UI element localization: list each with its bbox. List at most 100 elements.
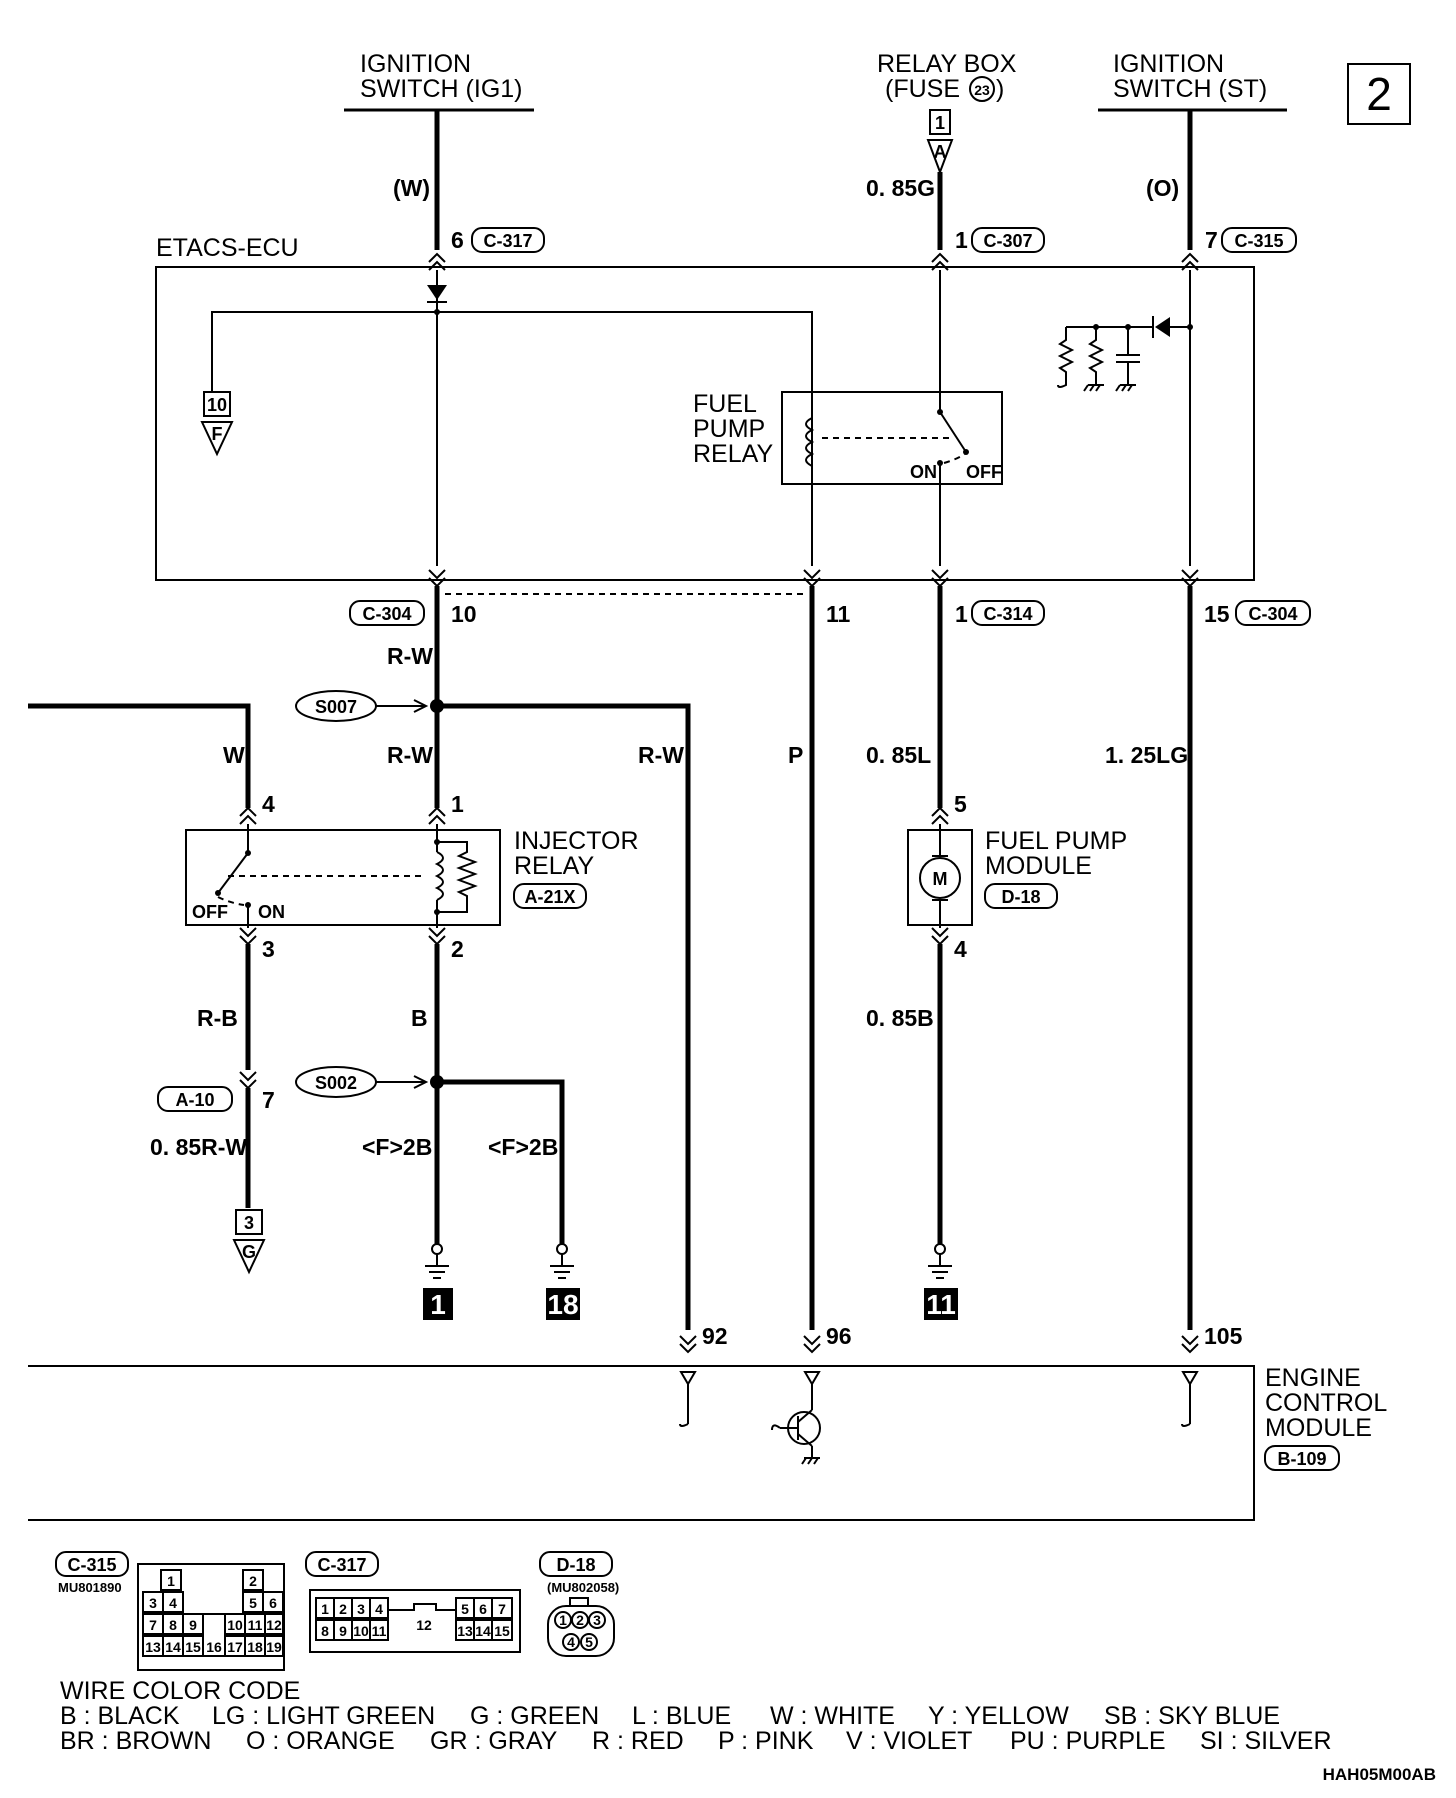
splice-s002: S002 [315, 1073, 357, 1093]
wire-p: P [788, 742, 803, 768]
relay-box-conn-num: 1 [935, 113, 945, 133]
svg-text:V : VIOLET: V : VIOLET [846, 1727, 972, 1755]
ground-18-badge [546, 1288, 580, 1320]
svg-text:10: 10 [353, 1623, 369, 1639]
wire-085l: 0. 85L [866, 742, 931, 768]
wire-rw-top: R-W [387, 643, 433, 669]
splice-s007: S007 [315, 697, 357, 717]
fuel-pump-label-1: FUEL PUMP [985, 827, 1127, 855]
svg-text:1: 1 [559, 1612, 567, 1628]
etacs-bottom-connector-arrows [428, 569, 1199, 588]
svg-text:1: 1 [321, 1601, 329, 1617]
svg-text:P : PINK: P : PINK [718, 1727, 814, 1755]
fuel-relay-off: OFF [966, 462, 1002, 482]
injector-relay-label-2: RELAY [514, 852, 594, 880]
svg-text:PU : PURPLE: PU : PURPLE [1010, 1727, 1166, 1755]
svg-text:14: 14 [165, 1639, 181, 1655]
svg-text:2: 2 [249, 1573, 257, 1589]
svg-text:2: 2 [576, 1612, 584, 1628]
wire-f2b-1: <F>2B [362, 1134, 432, 1160]
svg-text:6: 6 [269, 1595, 277, 1611]
conn-g-num: 3 [244, 1213, 254, 1233]
fuel-relay-label-2: PUMP [693, 415, 765, 443]
wire-085rw: 0. 85R-W [150, 1134, 247, 1160]
wire-relay-color: 0. 85G [866, 175, 935, 201]
conn-a10: A-10 [175, 1090, 214, 1110]
wire-f2b-2: <F>2B [488, 1134, 558, 1160]
fuel-relay-label-3: RELAY [693, 440, 773, 468]
svg-text:B : BLACK: B : BLACK [60, 1702, 180, 1730]
svg-text:SI : SILVER: SI : SILVER [1200, 1727, 1332, 1755]
fuel-pump-relay-box [781, 391, 1003, 485]
conn-g-letter: G [242, 1242, 256, 1262]
ground-1: 1 [430, 1289, 446, 1320]
svg-text:19: 19 [266, 1639, 282, 1655]
svg-text:1: 1 [955, 601, 968, 627]
svg-text:G : GREEN: G : GREEN [470, 1702, 599, 1730]
wire-ig1-color: (W) [393, 175, 430, 201]
svg-text:(MU802058): (MU802058) [547, 1580, 619, 1595]
figure-code: HAH05M00AB [1323, 1765, 1436, 1784]
ig1-label-2: SWITCH (IG1) [360, 75, 523, 103]
injector-relay-on: ON [258, 902, 285, 922]
svg-text:16: 16 [206, 1639, 222, 1655]
svg-text:W : WHITE: W : WHITE [770, 1702, 895, 1730]
svg-text:9: 9 [189, 1617, 197, 1633]
svg-text:7: 7 [498, 1601, 506, 1617]
svg-text:12: 12 [416, 1617, 432, 1633]
wire-w: W [223, 742, 245, 768]
svg-text:7: 7 [149, 1617, 157, 1633]
connector-c317: C-317 1 2 3 4 5 6 7 8 9 10 11 13 14 15 1… [305, 1551, 521, 1653]
svg-text:4: 4 [262, 791, 275, 817]
svg-text:6: 6 [451, 227, 464, 253]
ecm-label-3: MODULE [1265, 1414, 1372, 1442]
svg-text:1: 1 [451, 791, 464, 817]
svg-text:SB : SKY BLUE: SB : SKY BLUE [1104, 1702, 1280, 1730]
svg-text:D-18: D-18 [556, 1555, 595, 1575]
conn-a21x: A-21X [524, 887, 575, 907]
connector-d18: D-18 (MU802058) 1 2 3 4 5 [539, 1551, 619, 1657]
svg-text:R : RED: R : RED [592, 1727, 684, 1755]
svg-text:96: 96 [826, 1323, 852, 1349]
svg-text:11: 11 [248, 1617, 263, 1633]
svg-text:): ) [996, 75, 1004, 103]
conn-c304-left: C-304 [362, 604, 411, 624]
svg-text:5: 5 [461, 1601, 469, 1617]
wire-color-legend: WIRE COLOR CODE B : BLACK LG : LIGHT GRE… [60, 1677, 1332, 1755]
svg-text:1: 1 [955, 227, 968, 253]
injector-relay-box [185, 829, 501, 926]
injector-relay-label-1: INJECTOR [514, 827, 639, 855]
svg-text:11: 11 [826, 601, 851, 627]
svg-text:15: 15 [185, 1639, 201, 1655]
svg-text:4: 4 [567, 1634, 575, 1650]
svg-text:10: 10 [227, 1617, 243, 1633]
page-number: 2 [1366, 68, 1392, 120]
svg-text:C-315: C-315 [67, 1555, 116, 1575]
svg-text:3: 3 [262, 936, 275, 962]
svg-text:7: 7 [1205, 227, 1218, 253]
injector-relay-off: OFF [192, 902, 228, 922]
wire-rw-mid: R-W [387, 742, 433, 768]
ecm-pin-arrows [679, 1335, 1199, 1354]
svg-text:LG : LIGHT GREEN: LG : LIGHT GREEN [212, 1702, 435, 1730]
ground-11: 11 [926, 1289, 956, 1320]
svg-text:13: 13 [145, 1639, 161, 1655]
svg-text:10: 10 [451, 601, 477, 627]
ecm-box [28, 1365, 1255, 1521]
fuel-pump-label-2: MODULE [985, 852, 1092, 880]
wire-125lg: 1. 25LG [1105, 742, 1188, 768]
svg-text:3: 3 [593, 1612, 601, 1628]
svg-text:MU801890: MU801890 [58, 1580, 122, 1595]
svg-text:Y : YELLOW: Y : YELLOW [928, 1702, 1069, 1730]
source-st: IGNITION SWITCH (ST) [1098, 50, 1287, 112]
svg-text:14: 14 [475, 1623, 491, 1639]
fuse-number: 23 [974, 82, 990, 98]
svg-text:15: 15 [494, 1623, 510, 1639]
motor-symbol: M [933, 869, 948, 889]
source-ig1: IGNITION SWITCH (IG1) [344, 50, 534, 112]
svg-text:13: 13 [457, 1623, 473, 1639]
svg-text:105: 105 [1204, 1323, 1243, 1349]
svg-text:18: 18 [247, 1639, 263, 1655]
conn-f-num: 10 [207, 395, 227, 415]
